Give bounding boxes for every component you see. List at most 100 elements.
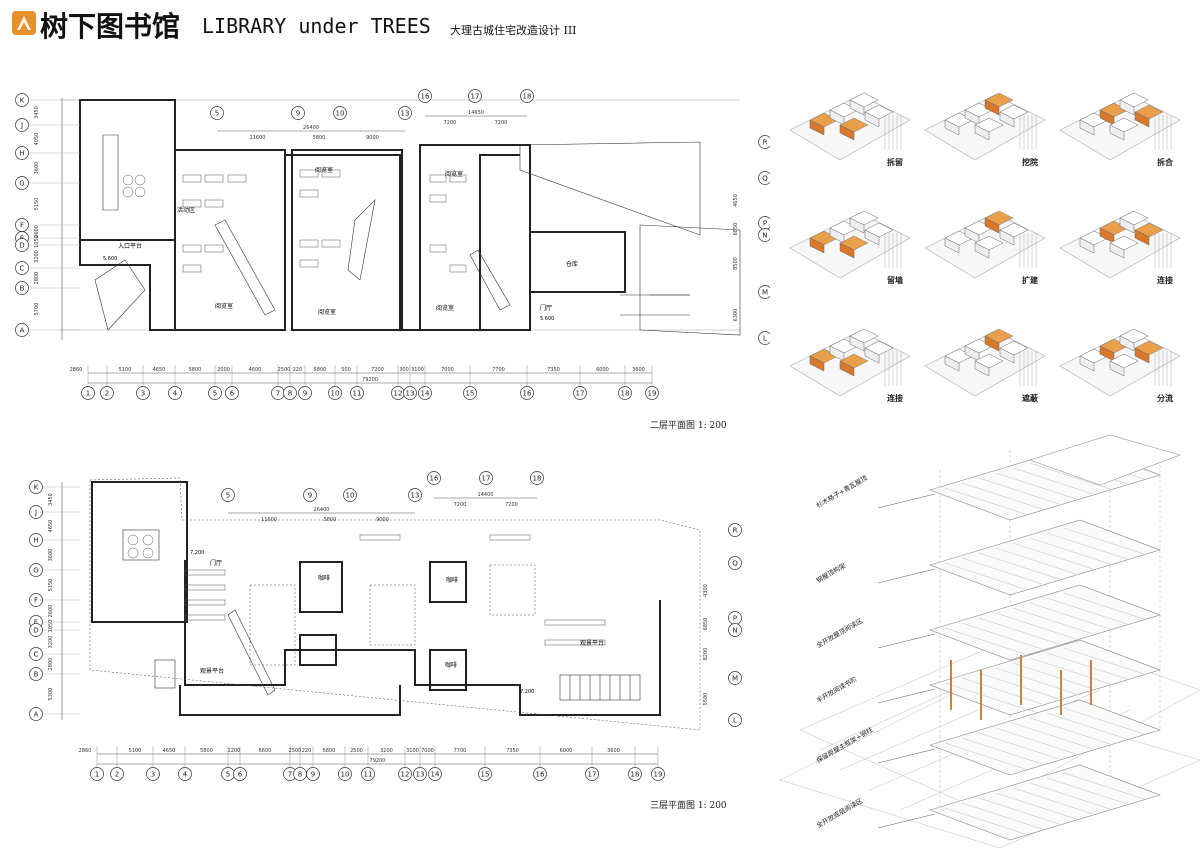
axis-J-label: J bbox=[34, 509, 37, 517]
axis-bottom-5-label: 5 bbox=[226, 771, 230, 779]
bottom-dim: 7000 bbox=[421, 748, 434, 754]
layer-slab bbox=[929, 639, 1161, 716]
axis-G-bubble bbox=[29, 563, 43, 577]
axis-bottom-1-label: 1 bbox=[86, 390, 90, 398]
axis-bottom-8-bubble bbox=[283, 386, 297, 400]
axis-bottom-2-bubble bbox=[110, 767, 124, 781]
strategy-diagram-2: 挖院 bbox=[924, 92, 1046, 167]
axis-bottom-7-label: 7 bbox=[288, 771, 292, 779]
layer-leader bbox=[877, 748, 936, 764]
axis-top-18-bubble bbox=[530, 471, 544, 485]
axis-bottom-19-bubble bbox=[645, 386, 659, 400]
right-dim: 8500 bbox=[733, 257, 739, 270]
header: 树下图书馆 LIBRARY under TREES 大理古城住宅改造设计 III bbox=[0, 0, 1200, 50]
axis-right-R-label: R bbox=[733, 527, 738, 535]
diagram-block-side bbox=[974, 360, 990, 377]
axis-B-bubble bbox=[15, 281, 29, 295]
layer-hatch bbox=[961, 482, 1043, 510]
layer-hatch bbox=[944, 487, 1026, 515]
layer-hatch bbox=[1012, 607, 1094, 635]
diagram-block-side bbox=[1134, 347, 1150, 364]
axis-top-13-bubble bbox=[408, 488, 422, 502]
top-dim: 9000 bbox=[366, 135, 379, 141]
axis-bottom-10-label: 10 bbox=[341, 771, 350, 779]
layer-label: 全开放屋顶阅读区 bbox=[815, 616, 865, 650]
axis-bottom-6-label: 6 bbox=[238, 771, 243, 779]
room-label-reading-2: 阅览室 bbox=[445, 170, 463, 178]
bottom-dim: 7700 bbox=[492, 367, 505, 373]
top-dim: 9000 bbox=[376, 517, 389, 523]
axis-bottom-13-label: 13 bbox=[416, 771, 425, 779]
bottom-dim: 3200 bbox=[380, 748, 393, 754]
bottom-dim: 3600 bbox=[607, 748, 620, 754]
layer-hatch bbox=[995, 547, 1077, 575]
axis-bottom-11-bubble bbox=[361, 767, 375, 781]
level-label-1: 5.600 bbox=[103, 256, 117, 262]
axis-bottom-17-label: 17 bbox=[576, 390, 585, 398]
top-dim-b: 7200 bbox=[495, 120, 508, 126]
roof-tiles bbox=[1029, 434, 1181, 486]
page-title-en: LIBRARY under TREES bbox=[202, 14, 431, 38]
axis-bottom-11-bubble bbox=[350, 386, 364, 400]
diagram-block-side bbox=[974, 124, 990, 141]
axis-top-9-bubble bbox=[291, 106, 305, 120]
top-dim: 5800 bbox=[324, 517, 337, 523]
diagram-block-side bbox=[1109, 360, 1125, 377]
axis-H-label: H bbox=[19, 150, 24, 158]
axis-top-16-label: 16 bbox=[421, 93, 430, 101]
layer-slab bbox=[929, 764, 1161, 841]
axis-right-L-bubble bbox=[728, 713, 742, 727]
layer-hatch bbox=[1029, 462, 1111, 490]
axis-bottom-19-label: 19 bbox=[654, 771, 663, 779]
diagram-block-side bbox=[839, 242, 855, 259]
axis-bottom-18-bubble bbox=[628, 767, 642, 781]
axis-H-bubble bbox=[29, 533, 43, 547]
axis-B-label: B bbox=[34, 671, 39, 679]
layer-leader bbox=[877, 813, 936, 829]
diagram-block-side bbox=[944, 355, 960, 372]
layer-hatch bbox=[1046, 777, 1128, 805]
room-label-entrance: 入口平台 bbox=[118, 242, 142, 250]
axis-bottom-8-label: 8 bbox=[298, 771, 302, 779]
top-total-dim-b: 14650 bbox=[468, 110, 484, 116]
diagram-block-side bbox=[809, 355, 825, 372]
axis-bottom-1-bubble bbox=[90, 767, 104, 781]
layer-label: 全开放底层阅读区 bbox=[815, 796, 865, 830]
room-label-cafe-3: 咖啡 bbox=[445, 661, 457, 669]
axis-bottom-18-label: 18 bbox=[621, 390, 630, 398]
axis-bottom-17-bubble bbox=[573, 386, 587, 400]
top-total-dim: 26400 bbox=[303, 125, 319, 131]
axis-top-16-label: 16 bbox=[430, 475, 439, 483]
bottom-dim: 5800 bbox=[314, 367, 327, 373]
right-dim: 6850 bbox=[733, 223, 739, 236]
diagram-block-side bbox=[849, 217, 865, 234]
bottom-dim: 2860 bbox=[70, 367, 83, 373]
axis-C-label: C bbox=[34, 651, 39, 659]
layer-hatch bbox=[961, 802, 1043, 830]
axis-F-label: F bbox=[34, 597, 38, 605]
layer-hatch bbox=[944, 562, 1026, 590]
axis-right-L-label: L bbox=[763, 335, 767, 343]
axis-top-9-label: 9 bbox=[296, 110, 300, 118]
axis-bottom-12-bubble bbox=[398, 767, 412, 781]
layer-leader bbox=[877, 688, 936, 704]
axis-bottom-15-bubble bbox=[478, 767, 492, 781]
diagram-block-side bbox=[984, 99, 1000, 116]
axis-bottom-18-bubble bbox=[618, 386, 632, 400]
axis-A-bubble bbox=[29, 707, 43, 721]
bottom-dim: 4650 bbox=[153, 367, 166, 373]
strategy-label: 挖院 bbox=[1022, 157, 1038, 167]
strategy-label: 拆合 bbox=[1157, 157, 1174, 167]
diagram-block-side bbox=[809, 237, 825, 254]
layer-hatch bbox=[978, 672, 1060, 700]
axis-G-label: G bbox=[33, 567, 38, 575]
axis-bottom-16-bubble bbox=[533, 767, 547, 781]
top-dim: 5800 bbox=[313, 135, 326, 141]
axis-bottom-9-label: 9 bbox=[311, 771, 315, 779]
layer-hatch bbox=[978, 552, 1060, 580]
right-dim: 5500 bbox=[703, 693, 709, 706]
layer-hatch bbox=[1046, 712, 1128, 740]
room-label-reading-5: 阅览室 bbox=[436, 304, 454, 312]
axis-bottom-10-label: 10 bbox=[331, 390, 340, 398]
explode-layer-5: 保留原屋主框架+钢柱 bbox=[815, 699, 1161, 776]
